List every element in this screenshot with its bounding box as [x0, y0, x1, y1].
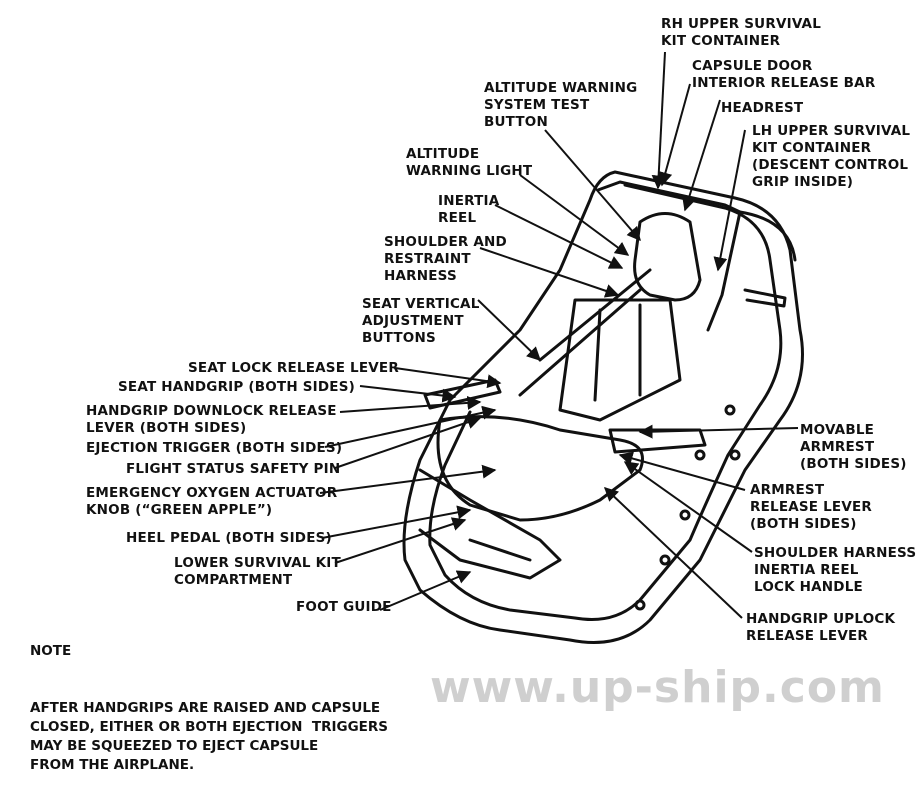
note-block: NOTE AFTER HANDGRIPS ARE RAISED AND CAPS… — [30, 604, 388, 794]
movable-armrest-label: MOVABLE ARMREST (BOTH SIDES) — [800, 422, 907, 472]
inertia-reel-label: INERTIA REEL — [438, 193, 500, 226]
ejection-trigger-label: EJECTION TRIGGER (BOTH SIDES) — [86, 440, 343, 456]
lh-upper-survival-kit-label: LH UPPER SURVIVAL KIT CONTAINER (DESCENT… — [752, 123, 911, 190]
altitude-warning-test-button-label: ALTITUDE WARNING SYSTEM TEST BUTTON — [484, 80, 638, 130]
heel-pedal-label: HEEL PEDAL (BOTH SIDES) — [126, 530, 332, 546]
emergency-oxygen-knob-label: EMERGENCY OXYGEN ACTUATOR KNOB (“GREEN A… — [86, 485, 338, 518]
leader-lines — [319, 51, 799, 619]
note-text: AFTER HANDGRIPS ARE RAISED AND CAPSULE C… — [30, 700, 389, 773]
shoulder-harness-lock-handle-label: SHOULDER HARNESS INERTIA REEL LOCK HANDL… — [754, 545, 916, 595]
rh-upper-survival-kit-label: RH UPPER SURVIVAL KIT CONTAINER — [661, 16, 821, 49]
lower-survival-kit-label: LOWER SURVIVAL KIT COMPARTMENT — [174, 555, 341, 588]
foot-guide-label: FOOT GUIDE — [296, 599, 392, 615]
watermark: www.up-ship.com — [430, 662, 885, 713]
capsule-door-release-bar-label: CAPSULE DOOR INTERIOR RELEASE BAR — [692, 58, 876, 91]
armrest-release-lever-label: ARMREST RELEASE LEVER (BOTH SIDES) — [750, 482, 873, 532]
shoulder-restraint-harness-label: SHOULDER AND RESTRAINT HARNESS — [384, 234, 507, 284]
handgrip-downlock-release-label: HANDGRIP DOWNLOCK RELEASE LEVER (BOTH SI… — [86, 403, 337, 436]
capsule-outline — [402, 170, 804, 644]
seat-vertical-adjustment-label: SEAT VERTICAL ADJUSTMENT BUTTONS — [362, 296, 480, 346]
ejection-capsule-drawing — [319, 51, 804, 644]
seat-lock-release-lever-label: SEAT LOCK RELEASE LEVER — [188, 360, 399, 376]
flight-status-safety-pin-label: FLIGHT STATUS SAFETY PIN — [126, 461, 341, 477]
handgrip-uplock-release-label: HANDGRIP UPLOCK RELEASE LEVER — [746, 611, 896, 644]
note-title: NOTE — [30, 643, 72, 659]
headrest-label: HEADREST — [721, 100, 804, 116]
seat-handgrip-label: SEAT HANDGRIP (BOTH SIDES) — [118, 379, 356, 395]
altitude-warning-light-label: ALTITUDE WARNING LIGHT — [406, 146, 533, 179]
